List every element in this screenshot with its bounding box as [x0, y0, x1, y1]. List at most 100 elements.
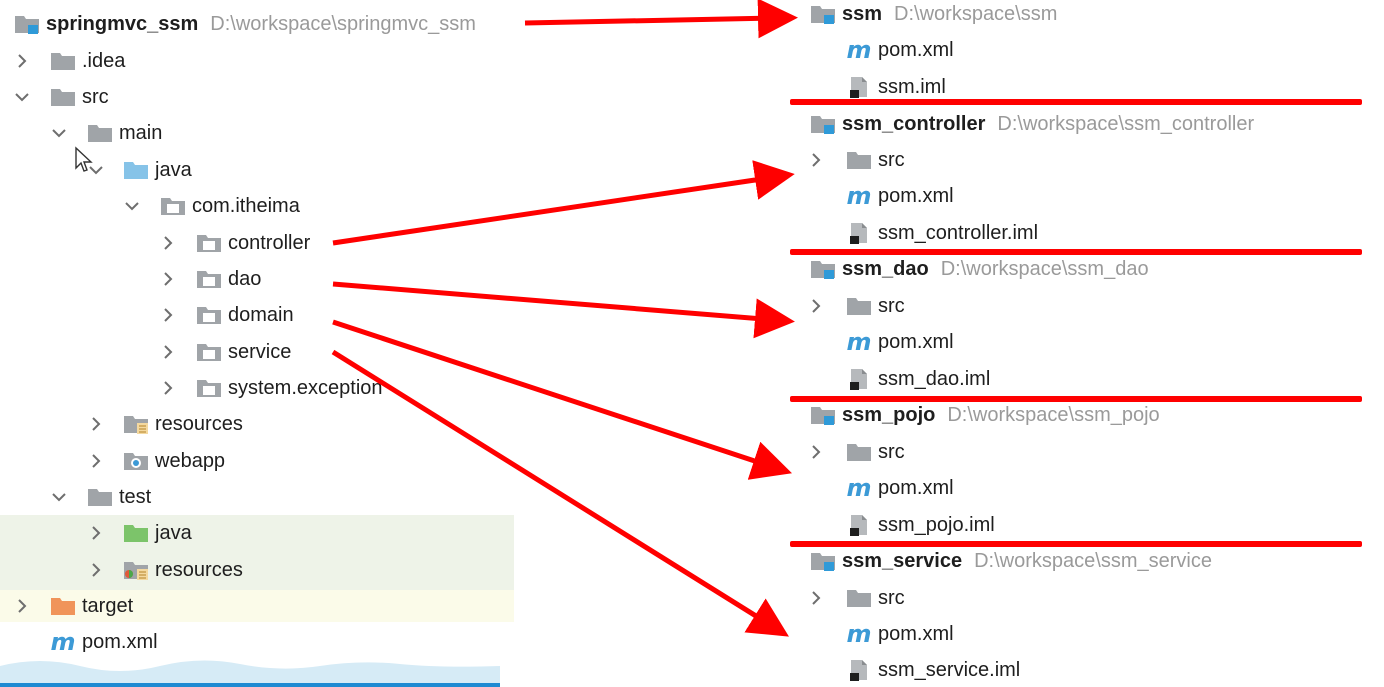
maven-icon: m — [50, 628, 76, 656]
chevron-right-icon[interactable] — [160, 271, 176, 287]
arrow-controller — [332, 160, 795, 246]
chevron-right-icon[interactable] — [14, 53, 30, 69]
tree-item-main[interactable]: main — [87, 116, 162, 150]
tree-root-springmvc-ssm[interactable]: springmvc_ssm D:\workspace\springmvc_ssm — [14, 7, 476, 41]
iml-file-icon — [846, 659, 872, 681]
tree-item-target[interactable]: target — [50, 589, 133, 623]
chevron-right-icon[interactable] — [160, 344, 176, 360]
maven-icon: m — [846, 36, 872, 64]
tree-item-label: controller — [228, 231, 311, 254]
chevron-right-icon[interactable] — [14, 598, 30, 614]
package-icon — [196, 232, 222, 254]
tree-item-label: resources — [155, 412, 243, 435]
tree-item-system-exception[interactable]: system.exception — [196, 371, 383, 405]
module-name: ssm_pojo — [842, 403, 936, 426]
module-name: ssm_controller — [842, 112, 986, 135]
ssm-dao-iml[interactable]: ssm_dao.iml — [846, 362, 990, 396]
tree-item-dao[interactable]: dao — [196, 262, 261, 296]
module-ssm-controller[interactable]: ssm_controller D:\workspace\ssm_controll… — [810, 107, 1254, 141]
chevron-down-icon[interactable] — [124, 198, 140, 214]
package-icon — [196, 268, 222, 290]
module-path: D:\workspace\ssm_service — [974, 549, 1212, 572]
excluded-folder-icon — [50, 595, 76, 617]
module-icon — [810, 550, 836, 572]
ssm-pojo-src[interactable]: src — [846, 435, 905, 469]
maven-icon: m — [846, 182, 872, 210]
module-separator-line — [790, 249, 1362, 255]
tree-item-resources[interactable]: resources — [123, 407, 243, 441]
tree-item-src[interactable]: src — [50, 80, 109, 114]
ssm-controller-pom[interactable]: m pom.xml — [846, 179, 954, 213]
ssm-iml[interactable]: ssm.iml — [846, 70, 946, 104]
iml-file-icon — [846, 76, 872, 98]
chevron-right-icon[interactable] — [88, 562, 104, 578]
chevron-right-icon[interactable] — [160, 380, 176, 396]
ssm-service-iml[interactable]: ssm_service.iml — [846, 653, 1020, 687]
folder-label: src — [878, 148, 905, 171]
file-label: ssm_controller.iml — [878, 221, 1039, 244]
folder-icon — [87, 486, 113, 508]
tree-item-controller[interactable]: controller — [196, 226, 310, 260]
maven-icon: m — [846, 474, 872, 502]
ssm-service-src[interactable]: src — [846, 581, 905, 615]
tree-item-label: test — [119, 485, 152, 508]
chevron-right-icon[interactable] — [808, 152, 824, 168]
chevron-right-icon[interactable] — [160, 235, 176, 251]
module-path: D:\workspace\ssm_controller — [997, 112, 1255, 135]
file-label: pom.xml — [878, 184, 954, 207]
module-icon — [14, 13, 40, 35]
tree-item-label: pom.xml — [82, 630, 158, 653]
chevron-right-icon[interactable] — [808, 590, 824, 606]
ssm-service-pom[interactable]: m pom.xml — [846, 617, 954, 651]
file-label: ssm_service.iml — [878, 658, 1021, 681]
file-label: pom.xml — [878, 622, 954, 645]
package-icon — [196, 341, 222, 363]
tree-item-package-com-itheima[interactable]: com.itheima — [160, 189, 300, 223]
module-separator-line — [790, 99, 1362, 105]
ssm-dao-src[interactable]: src — [846, 289, 905, 323]
tree-item-service[interactable]: service — [196, 335, 291, 369]
iml-file-icon — [846, 368, 872, 390]
chevron-right-icon[interactable] — [160, 307, 176, 323]
tree-item-test-java[interactable]: java — [123, 516, 192, 550]
web-folder-icon — [123, 450, 149, 472]
ssm-dao-pom[interactable]: m pom.xml — [846, 325, 953, 359]
file-label: ssm_pojo.iml — [878, 513, 995, 536]
file-label: pom.xml — [878, 476, 954, 499]
chevron-right-icon[interactable] — [88, 416, 104, 432]
chevron-down-icon[interactable] — [14, 89, 30, 105]
chevron-right-icon[interactable] — [808, 298, 824, 314]
module-ssm-service[interactable]: ssm_service D:\workspace\ssm_service — [810, 544, 1212, 578]
tree-item-idea[interactable]: .idea — [50, 44, 125, 78]
folder-icon — [846, 149, 872, 171]
ssm-controller-src[interactable]: src — [846, 143, 905, 177]
module-path: D:\workspace\ssm — [894, 2, 1058, 25]
chevron-right-icon[interactable] — [88, 525, 104, 541]
ssm-controller-iml[interactable]: ssm_controller.iml — [846, 216, 1038, 250]
package-icon — [196, 304, 222, 326]
tree-item-webapp[interactable]: webapp — [123, 444, 225, 478]
iml-file-icon — [846, 514, 872, 536]
module-ssm[interactable]: ssm D:\workspace\ssm — [810, 0, 1057, 31]
chevron-down-icon[interactable] — [51, 125, 67, 141]
chevron-right-icon[interactable] — [88, 453, 104, 469]
ssm-pom[interactable]: m pom.xml — [846, 33, 953, 67]
ssm-pojo-pom[interactable]: m pom.xml — [846, 471, 954, 505]
resources-folder-icon — [123, 413, 149, 435]
folder-icon — [87, 122, 113, 144]
ssm-pojo-iml[interactable]: ssm_pojo.iml — [846, 508, 995, 542]
tree-item-test[interactable]: test — [87, 480, 151, 514]
tree-item-pom[interactable]: m pom.xml — [50, 625, 158, 659]
module-separator-line — [790, 541, 1362, 547]
folder-icon — [846, 295, 872, 317]
tree-item-java[interactable]: java — [123, 153, 192, 187]
tree-item-test-resources[interactable]: resources — [123, 553, 243, 587]
tree-item-label: webapp — [155, 449, 226, 472]
maven-icon: m — [846, 620, 872, 648]
chevron-down-icon[interactable] — [51, 489, 67, 505]
tree-item-domain[interactable]: domain — [196, 298, 294, 332]
chevron-right-icon[interactable] — [808, 444, 824, 460]
module-ssm-dao[interactable]: ssm_dao D:\workspace\ssm_dao — [810, 252, 1149, 286]
module-ssm-pojo[interactable]: ssm_pojo D:\workspace\ssm_pojo — [810, 398, 1160, 432]
tree-item-label: java — [155, 158, 192, 181]
